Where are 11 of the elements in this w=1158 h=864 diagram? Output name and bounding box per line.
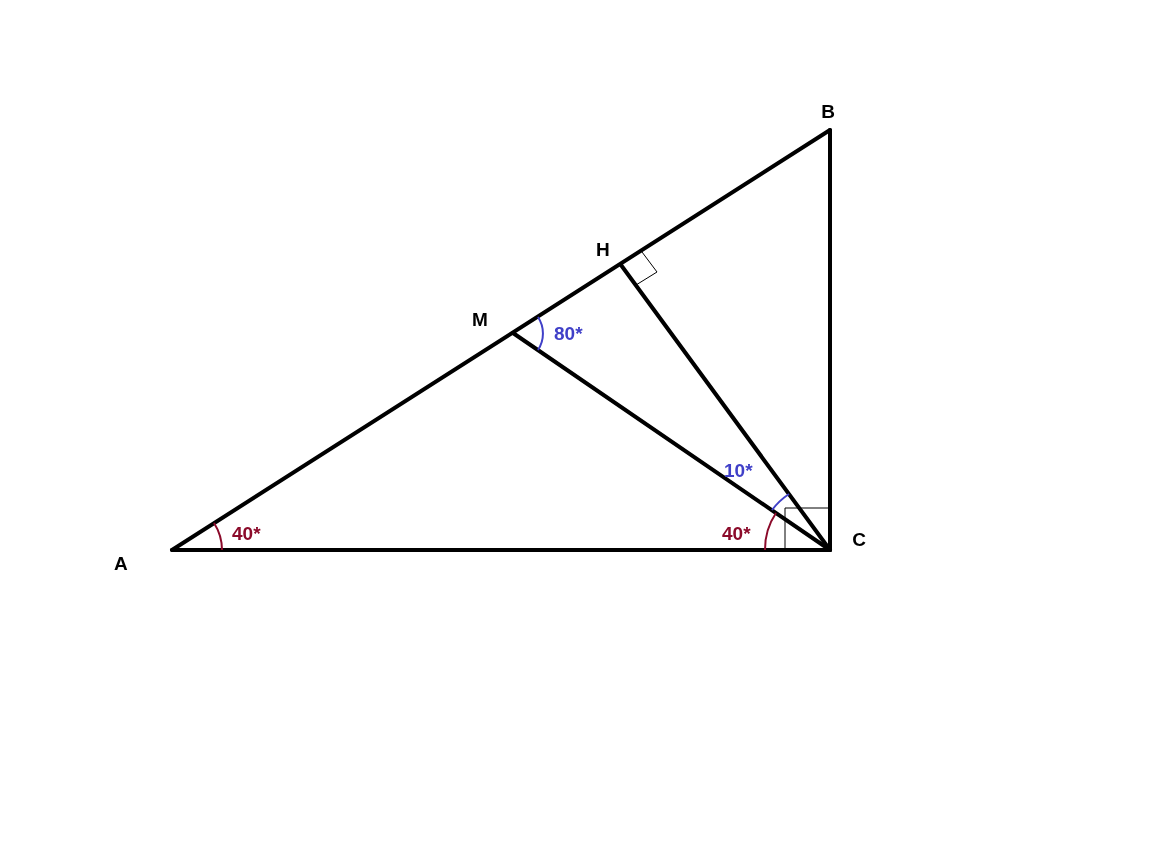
line-segment — [170, 548, 832, 552]
angle-label: 40* — [722, 524, 751, 544]
point-label: H — [596, 240, 621, 265]
point-label: B — [816, 102, 840, 130]
point-label: A — [114, 550, 172, 574]
angle-label: 40* — [232, 524, 261, 544]
point-label: C — [830, 528, 866, 552]
angle-label: 80* — [554, 324, 583, 344]
angle-label: 10* — [724, 461, 753, 481]
line-segment — [619, 263, 832, 552]
point-label: M — [472, 310, 513, 333]
